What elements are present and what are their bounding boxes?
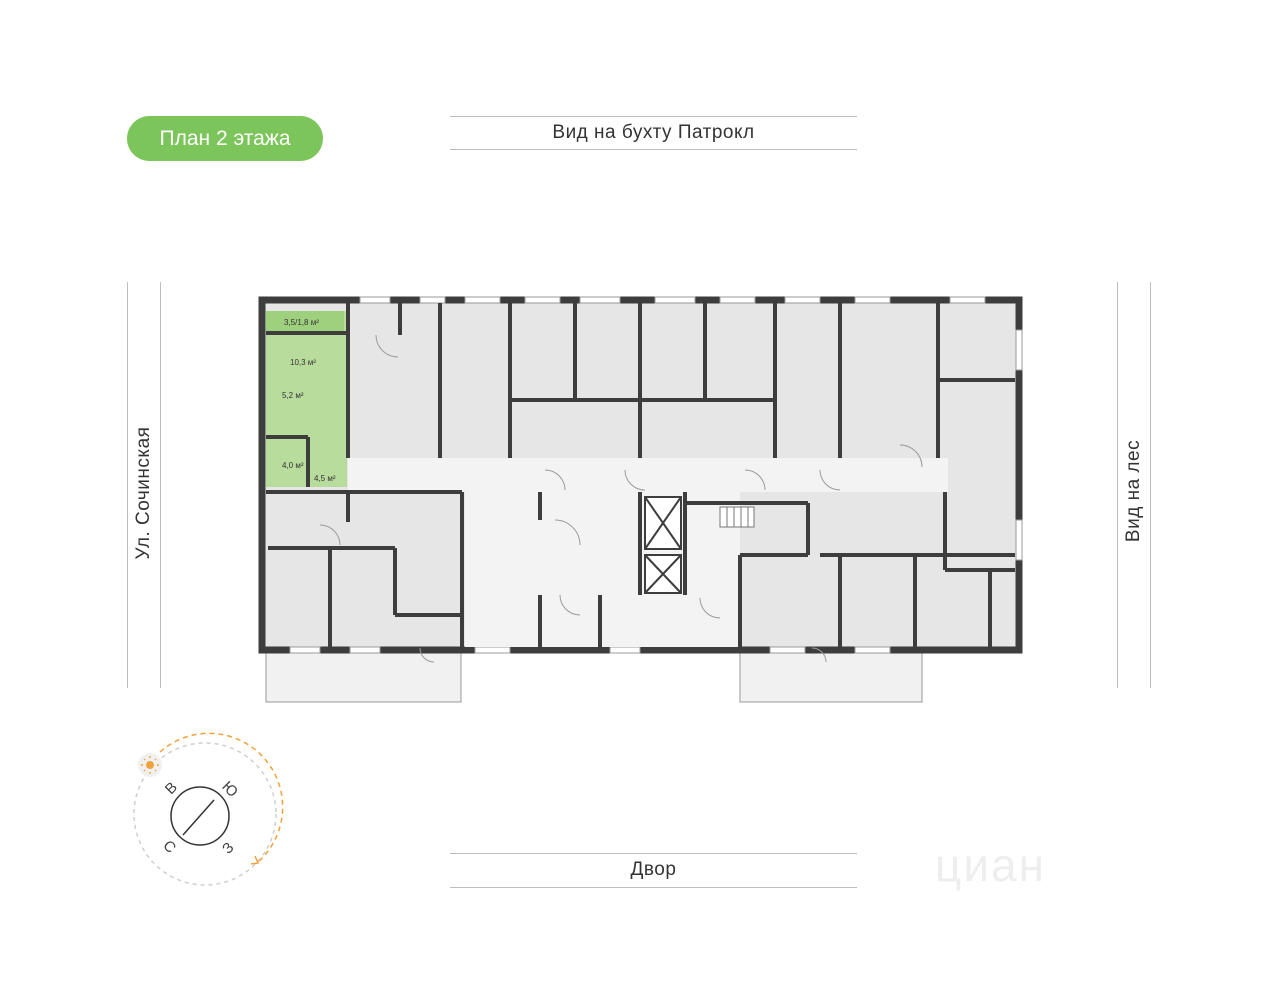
- area-label-balcony: 3,5/1,8 м²: [284, 318, 319, 327]
- bottom-view-line-upper: [450, 853, 857, 854]
- bottom-view-line-lower: [450, 887, 857, 888]
- area-label-hall: 4,5 м²: [314, 474, 336, 483]
- interior-walls: [266, 303, 1015, 647]
- right-view-line-inner: [1150, 282, 1151, 688]
- compass-letter-north: В: [162, 779, 181, 798]
- top-view-line-upper: [450, 116, 857, 117]
- right-view-line-outer: [1117, 282, 1118, 688]
- balcony-left: [265, 649, 462, 703]
- compass-letter-south: З: [219, 839, 237, 857]
- compass-letter-west: С: [159, 837, 179, 857]
- floor-badge: План 2 этажа: [127, 116, 323, 161]
- left-view-line-inner: [160, 282, 161, 688]
- balcony-right: [739, 649, 923, 703]
- bottom-view-label: Двор: [630, 859, 677, 880]
- door-swings: [319, 334, 923, 663]
- area-label-kitchen: 5,2 м²: [282, 391, 304, 400]
- top-view-line-lower: [450, 149, 857, 150]
- sun-icon: [138, 753, 162, 777]
- area-label-room: 10,3 м²: [290, 358, 316, 367]
- lobby: [465, 492, 740, 647]
- compass: В Ю З С: [133, 732, 284, 886]
- left-view-line-outer: [127, 282, 128, 688]
- area-label-bathroom: 4,0 м²: [282, 461, 304, 470]
- corridor: [348, 458, 948, 492]
- top-view-label: Вид на бухту Патрокл: [552, 122, 755, 143]
- watermark: циан: [935, 839, 1047, 891]
- elevator-shafts: [644, 496, 682, 594]
- staircase: [719, 506, 755, 528]
